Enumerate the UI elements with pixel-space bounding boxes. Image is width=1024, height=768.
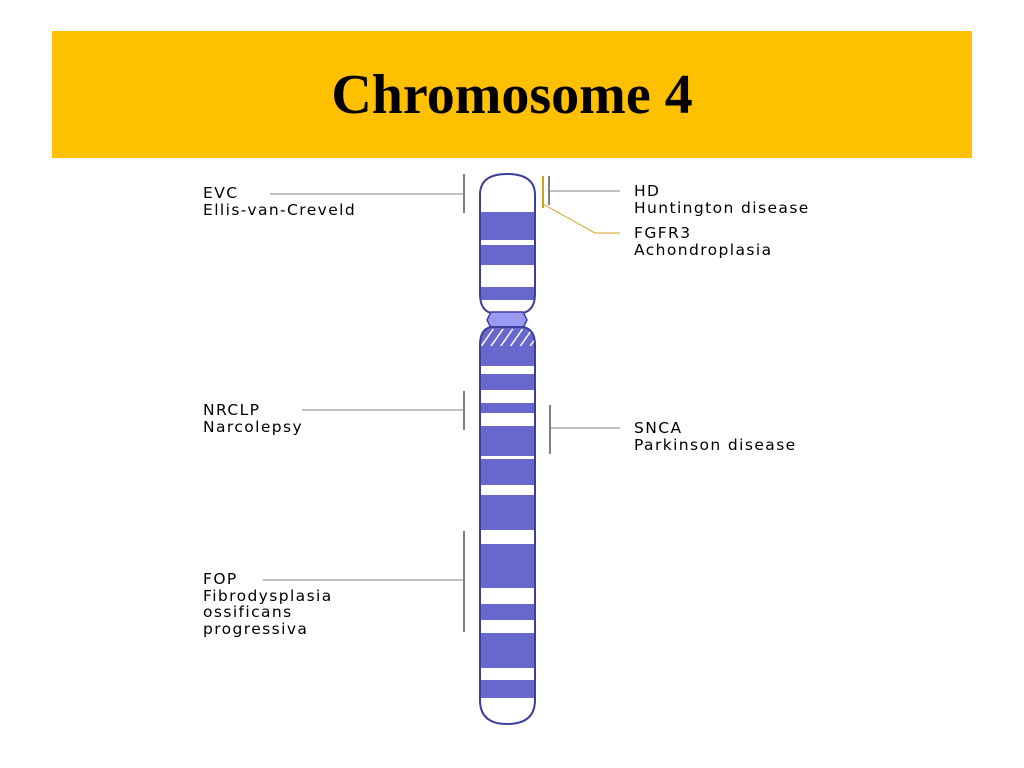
disease-name-line: Fibrodysplasia	[203, 586, 333, 605]
gene-symbol: EVC	[203, 184, 239, 202]
p-arm	[480, 174, 535, 313]
band-light	[480, 530, 535, 544]
q-arm-outline	[479, 326, 536, 726]
gene-symbol: HD	[634, 182, 661, 200]
gene-label-fgfr3: FGFR3 Achondroplasia	[634, 225, 772, 258]
gene-symbol: FOP	[203, 570, 238, 588]
fgfr3-leader	[542, 203, 620, 234]
band-light	[480, 620, 535, 633]
disease-name: Ellis-van-Creveld	[203, 200, 357, 219]
gene-label-nrclp: NRCLP Narcolepsy	[203, 402, 303, 435]
band-light	[480, 390, 535, 403]
disease-name-line: ossificans	[203, 603, 293, 621]
band-light	[480, 485, 535, 495]
gene-symbol: FGFR3	[634, 224, 692, 242]
gene-label-evc: EVC Ellis-van-Creveld	[203, 185, 356, 218]
slide-title: Chromosome 4	[331, 63, 693, 126]
band-light	[480, 456, 535, 459]
centromere	[486, 311, 528, 329]
gene-symbol: SNCA	[634, 419, 683, 437]
gene-label-fop: FOP Fibrodysplasia ossificans progressiv…	[203, 571, 333, 637]
disease-name: Huntington disease	[634, 198, 810, 217]
disease-name: Parkinson disease	[634, 435, 797, 454]
band-light	[480, 265, 535, 287]
q-arm	[480, 327, 535, 724]
disease-name-line: progressiva	[203, 619, 309, 638]
disease-name: Narcolepsy	[203, 417, 304, 436]
band-light	[480, 300, 535, 313]
title-bar: Chromosome 4	[52, 31, 972, 158]
gene-label-snca: SNCA Parkinson disease	[634, 420, 797, 453]
band-light	[480, 588, 535, 604]
band-hatched	[480, 329, 535, 346]
band-light	[480, 240, 535, 245]
band-light	[480, 366, 535, 374]
band-light	[480, 668, 535, 680]
gene-label-hd: HD Huntington disease	[634, 183, 810, 216]
disease-name: Achondroplasia	[634, 240, 773, 259]
gene-symbol: NRCLP	[203, 401, 261, 419]
p-arm-outline	[479, 172, 536, 314]
band-light	[480, 413, 535, 426]
band-light	[480, 174, 535, 212]
